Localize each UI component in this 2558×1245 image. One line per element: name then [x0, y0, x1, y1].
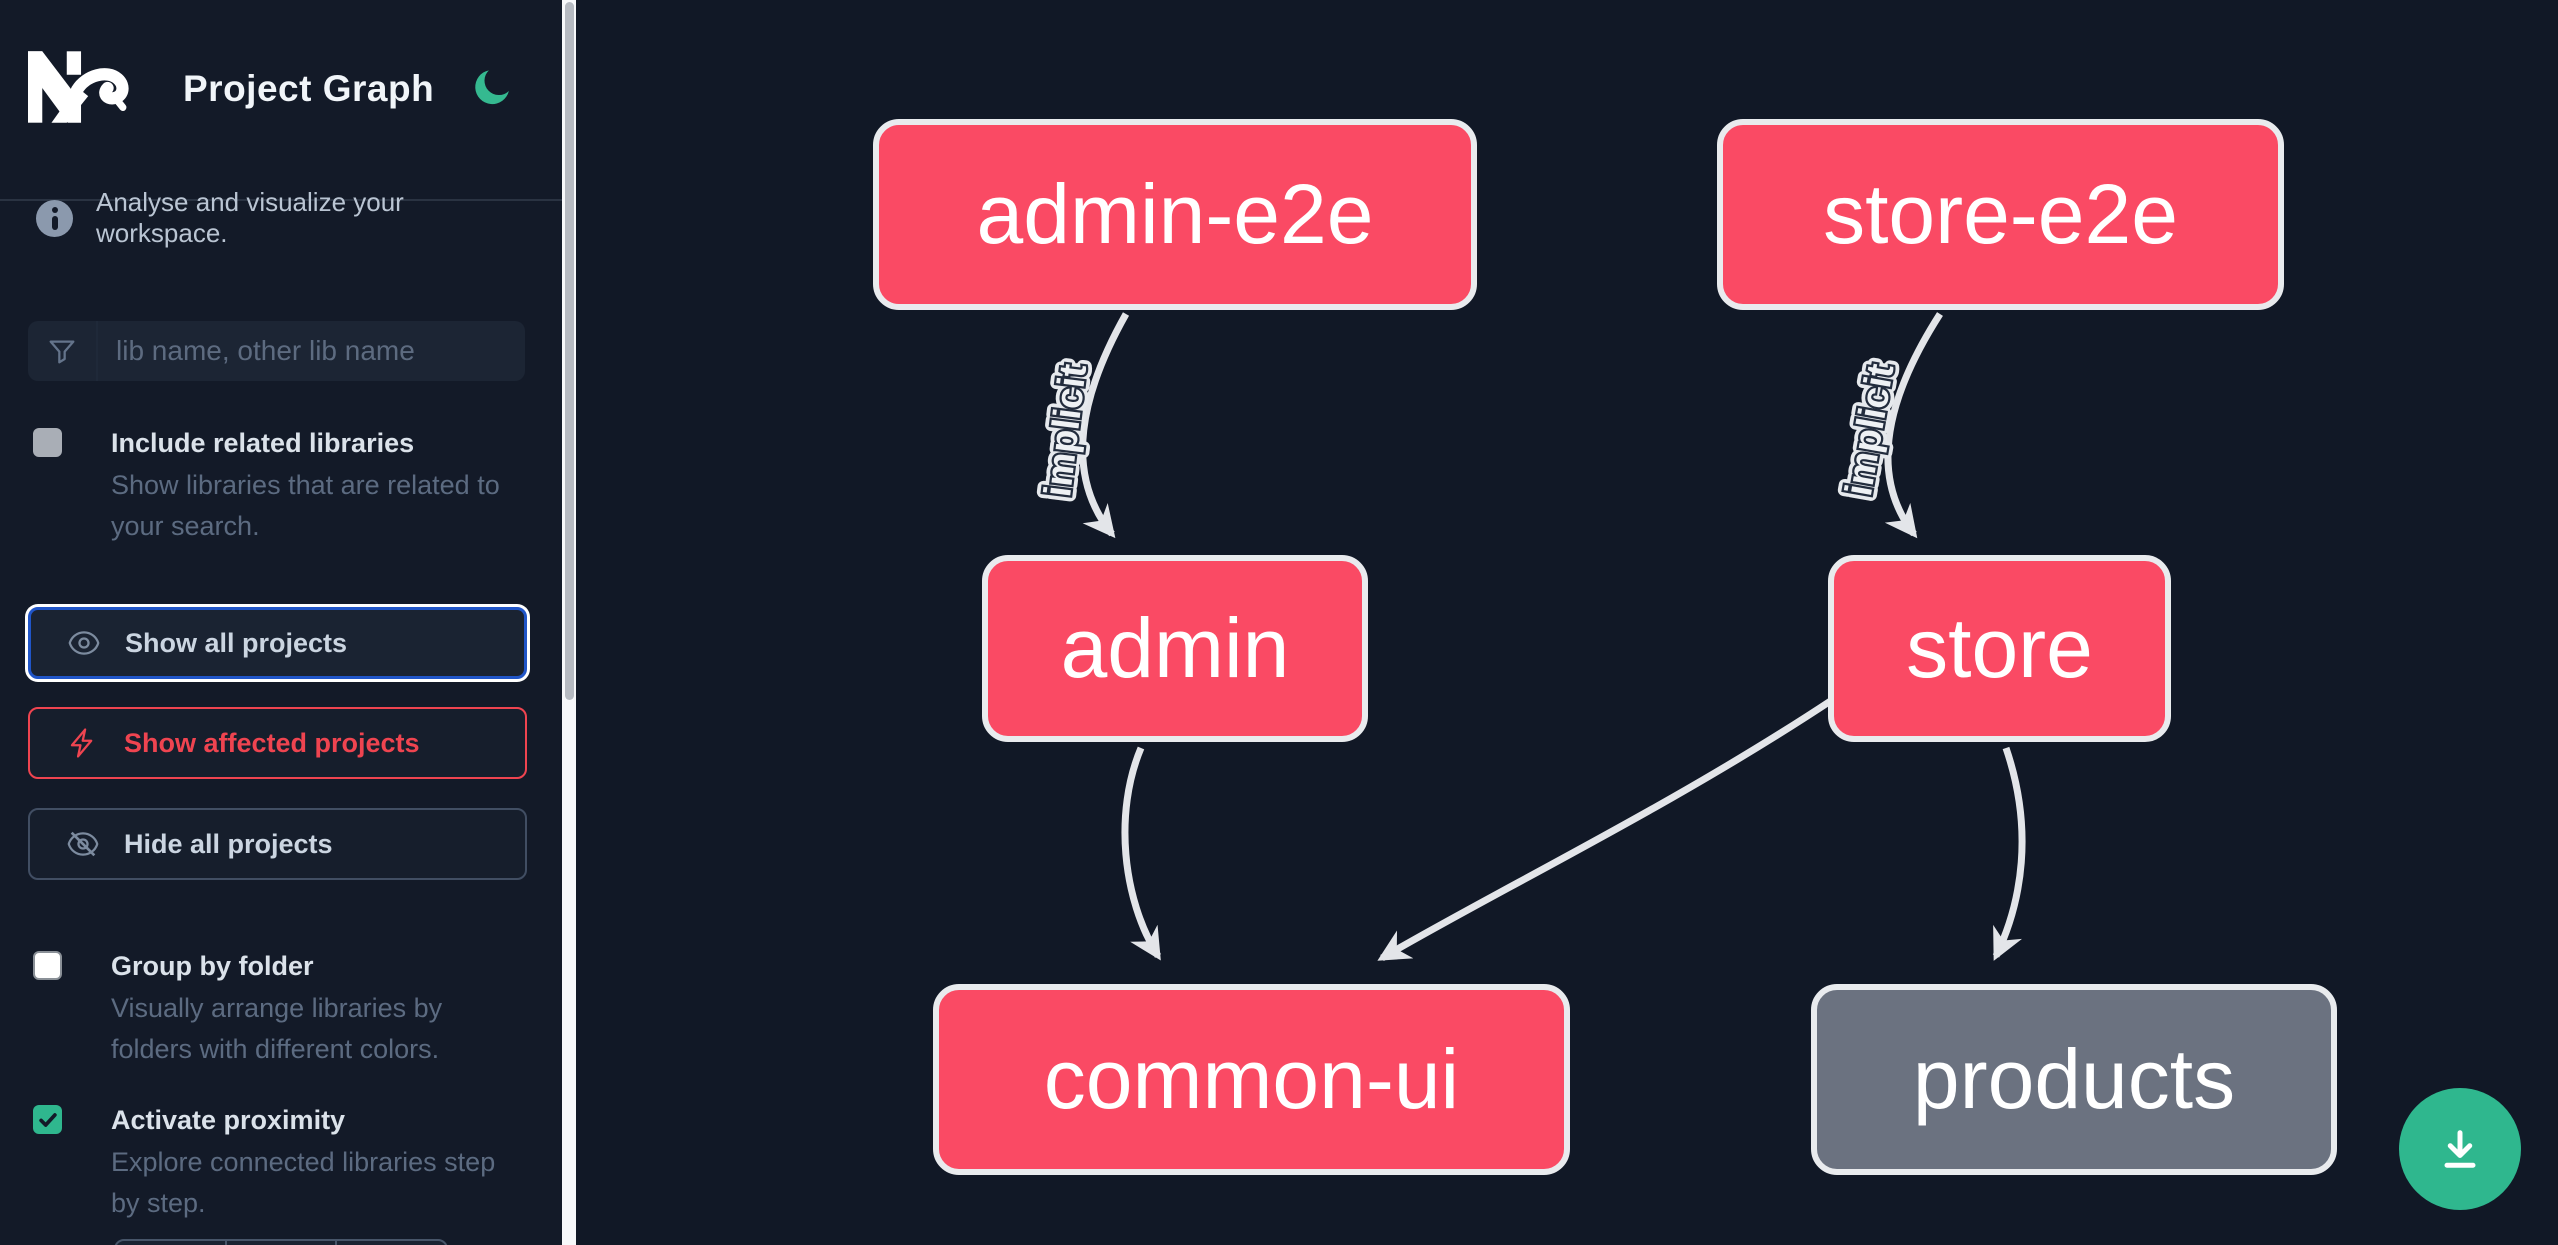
graph-node-store-e2e[interactable]: store-e2e	[1717, 119, 2284, 310]
checkbox-include-related[interactable]	[33, 428, 62, 457]
button-label: Show all projects	[125, 627, 348, 658]
button-label: Hide all projects	[124, 828, 333, 859]
toggle-description: Explore connected libraries step by step…	[111, 1147, 496, 1218]
download-graph-button[interactable]	[2399, 1088, 2521, 1210]
toggle-description: Visually arrange libraries by folders wi…	[111, 993, 443, 1064]
node-label: store	[1906, 601, 2093, 695]
proximity-stepper-control[interactable]	[114, 1239, 448, 1245]
show-all-projects-button[interactable]: Show all projects	[28, 607, 527, 679]
sidebar: Project Graph Analyse and visualize your…	[0, 0, 562, 1245]
search-input[interactable]	[98, 321, 525, 381]
checkmark-icon	[38, 1112, 57, 1127]
graph-node-admin[interactable]: admin	[982, 555, 1368, 742]
graph-node-common-ui[interactable]: common-ui	[933, 984, 1570, 1175]
nx-logo-snake	[70, 68, 129, 105]
toggle-label: Group by folder	[111, 951, 314, 981]
checkbox-activate-proximity[interactable]	[33, 1105, 62, 1134]
show-affected-projects-button[interactable]: Show affected projects	[28, 707, 527, 779]
sidebar-header: Project Graph	[0, 0, 562, 199]
node-label: admin-e2e	[976, 167, 1374, 261]
page-title: Project Graph	[183, 68, 435, 109]
nx-logo	[28, 51, 129, 123]
header-divider	[0, 199, 562, 201]
lightning-bolt-icon	[70, 728, 93, 758]
eye-icon	[68, 631, 100, 655]
workspace-info: Analyse and visualize your workspace.	[36, 187, 536, 248]
node-label: common-ui	[1043, 1032, 1460, 1126]
stepper-segment[interactable]	[227, 1241, 338, 1245]
stepper-segment[interactable]	[337, 1241, 446, 1245]
node-label: store-e2e	[1823, 167, 2178, 261]
eye-off-icon	[67, 831, 99, 857]
node-label: products	[1912, 1032, 2236, 1126]
graph-node-products[interactable]: products	[1811, 984, 2337, 1175]
toggle-label: Activate proximity	[111, 1105, 346, 1135]
info-icon	[36, 199, 73, 237]
filter-funnel-icon	[28, 321, 98, 381]
node-label: admin	[1060, 601, 1290, 695]
button-label: Show affected projects	[124, 727, 420, 758]
info-text: Analyse and visualize your workspace.	[96, 187, 404, 248]
hide-all-projects-button[interactable]: Hide all projects	[28, 808, 527, 880]
dark-mode-moon-icon[interactable]	[470, 64, 514, 110]
graph-node-admin-e2e[interactable]: admin-e2e	[873, 119, 1477, 310]
library-search	[28, 321, 525, 381]
graph-node-store[interactable]: store	[1828, 555, 2171, 742]
stepper-segment[interactable]	[116, 1241, 227, 1245]
toggle-description: Show libraries that are related to your …	[111, 470, 500, 541]
sidebar-scrollbar-thumb[interactable]	[564, 2, 574, 700]
download-icon	[2444, 1130, 2476, 1168]
checkbox-group-by-folder[interactable]	[33, 951, 62, 980]
toggle-label: Include related libraries	[111, 428, 415, 458]
